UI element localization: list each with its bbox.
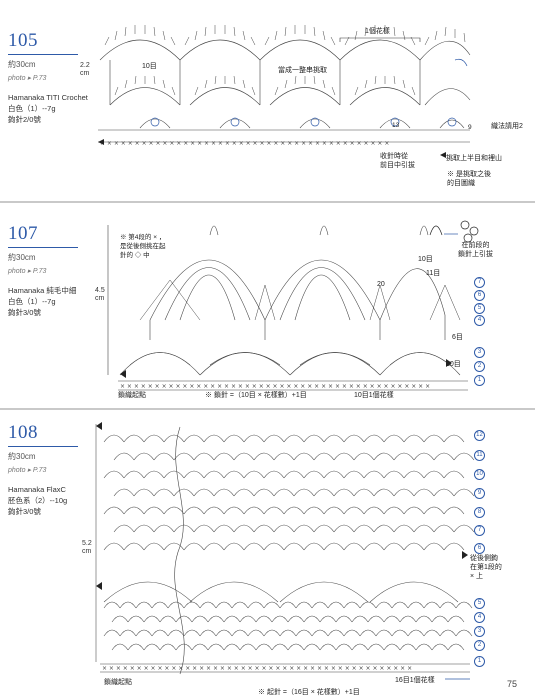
x-stitch-row: × × × × × × × × × × × × × × × × × × × × … (100, 140, 389, 147)
width-info: 約30cm (8, 60, 36, 69)
height-dimension: 4.5 cm (95, 287, 105, 302)
x-stitch-row: × × × × × × × × × × × × × × × × × × × × … (120, 383, 430, 390)
formula-note: ※ 鎖針 =（10目 × 花樣數）+1目 (205, 392, 307, 399)
yarn-color: 白色（1）--7g (8, 297, 56, 306)
start-label: 鎖織起點 (104, 679, 132, 686)
crochet-chart-107: × × × × × × × × × × × × × × × × × × × × … (107, 220, 479, 391)
stitch-10b-label: 10目 (446, 361, 461, 368)
divider (8, 54, 78, 55)
yarn-info: Hamanaka TITI Crochet 白色（1）--7g 鉤針2/0號 (8, 92, 90, 125)
row-number: 10 (474, 469, 485, 480)
pick-up-note: 當成一整串挑取 (278, 67, 327, 74)
slip-stitch-note: 收針時從 前目中引拔 (380, 153, 415, 169)
section-divider (0, 408, 535, 410)
photo-reference: photo ▸ P.73 (8, 75, 47, 82)
pick-x-note: ※ 是挑取之後 的目圖織 (447, 171, 491, 187)
width-info: 約30cm (8, 452, 36, 461)
yarn-brand: Hamanaka 純毛中細 (8, 286, 77, 295)
hook-size: 鉤針2/0號 (8, 115, 41, 124)
row-number: 6 (474, 290, 485, 301)
stitch-11-label: 11目 (426, 270, 441, 277)
svg-text:× × × × × × × × × × × × × × ×: × × × × × × × × × × × × × × × × × × × × … (102, 665, 412, 672)
repeat-label: 10目1個花樣 (354, 392, 394, 399)
formula-note: ※ 起針 =（16目 × 花樣數）+1目 (258, 689, 360, 696)
yarn-brand: Hamanaka TITI Crochet (8, 93, 88, 102)
pattern-105-header: 105 約30cm photo ▸ P.73 Hamanaka TITI Cro… (8, 30, 90, 125)
row-number: 2 (474, 361, 485, 372)
width-info: 約30cm (8, 253, 36, 262)
repeat-label: 16目1個花樣 (395, 677, 435, 684)
yarn-color: 白色（1）--7g (8, 104, 56, 113)
yarn-brand: Hamanaka FlaxC (8, 485, 66, 494)
pattern-number: 108 (8, 422, 38, 443)
row-number: 7 (474, 277, 485, 288)
stitch-6-label: 6目 (452, 334, 463, 341)
row-number: 6 (474, 543, 485, 554)
pattern-number: 107 (8, 223, 38, 244)
row4-note: ※ 第4段的 × ， 是從後側挑在起 針的 ◇ 中 (120, 234, 166, 259)
stitch-10-label: 10目 (418, 256, 433, 263)
row-number: 11 (474, 450, 485, 461)
crochet-chart-108: × × × × × × × × × × × × × × × × × × × × … (95, 422, 475, 680)
hook-size: 鉤針3/0號 (8, 308, 41, 317)
slip-hint: 在前段的 鎖針上引拔 (458, 242, 493, 258)
repeat-label: 1個花樣 (365, 28, 390, 35)
turn-note: 織法請用2 (491, 123, 523, 130)
row-number: 4 (474, 612, 485, 623)
row-number: 5 (474, 598, 485, 609)
yarn-info: Hamanaka FlaxC 胚色系（2）--10g 鉤針3/0號 (8, 484, 90, 517)
stitch-count-label: 10目 (142, 63, 157, 70)
pattern-108-section: 108 約30cm photo ▸ P.73 Hamanaka FlaxC 胚色… (0, 412, 535, 699)
pattern-105-section: 105 約30cm photo ▸ P.73 Hamanaka TITI Cro… (0, 0, 535, 195)
back-loop-note: 挑取上半目和裡山 (446, 155, 502, 162)
photo-reference: photo ▸ P.73 (8, 268, 47, 275)
yarn-color: 胚色系（2）--10g (8, 496, 68, 505)
pattern-108-header: 108 約30cm photo ▸ P.73 Hamanaka FlaxC 胚色… (8, 422, 90, 517)
pattern-107-header: 107 約30cm photo ▸ P.73 Hamanaka 純毛中細 白色（… (8, 223, 90, 318)
row-number: 1 (474, 375, 485, 386)
pattern-107-section: 107 約30cm photo ▸ P.73 Hamanaka 純毛中細 白色（… (0, 205, 535, 405)
section-divider (0, 201, 535, 203)
pattern-number: 105 (8, 30, 38, 51)
back-side-note: 從後側鉤 在第1段的 × 上 (470, 555, 502, 580)
stitch-20-label: 20 (377, 281, 385, 288)
height-dimension: 5.2 cm (82, 540, 92, 555)
crochet-chart-105: × × × × × × × × × × × × × × × × × × × × … (98, 25, 471, 158)
start-label: 鎖織起點 (118, 392, 146, 399)
yarn-info: Hamanaka 純毛中細 白色（1）--7g 鉤針3/0號 (8, 285, 90, 318)
svg-text:× × × × × × × × × × × × × × ×: × × × × × × × × × × × × × × × × × × × × … (120, 383, 430, 390)
row-number: 1 (474, 656, 485, 667)
row-number: 7 (474, 525, 485, 536)
divider (8, 446, 78, 447)
stitch-13-label: 13 (392, 122, 400, 129)
chain-loop-icon (429, 220, 479, 243)
row-number: 3 (474, 626, 485, 637)
row-number: 12 (474, 430, 485, 441)
stitch-9-label: 9 (468, 124, 472, 131)
hook-size: 鉤針3/0號 (8, 507, 41, 516)
row-number: 9 (474, 488, 485, 499)
divider (8, 247, 78, 248)
row-number: 4 (474, 315, 485, 326)
row-number: 8 (474, 507, 485, 518)
row-number: 2 (474, 640, 485, 651)
row-number: 3 (474, 347, 485, 358)
row-number: 5 (474, 303, 485, 314)
svg-text:× × × × × × × × × × × × × × ×: × × × × × × × × × × × × × × × × × × × × … (100, 140, 389, 147)
x-stitch-row: × × × × × × × × × × × × × × × × × × × × … (102, 665, 412, 672)
height-dimension: 2.2 cm (80, 62, 90, 77)
page-number: 75 (506, 679, 517, 689)
photo-reference: photo ▸ P.73 (8, 467, 47, 474)
